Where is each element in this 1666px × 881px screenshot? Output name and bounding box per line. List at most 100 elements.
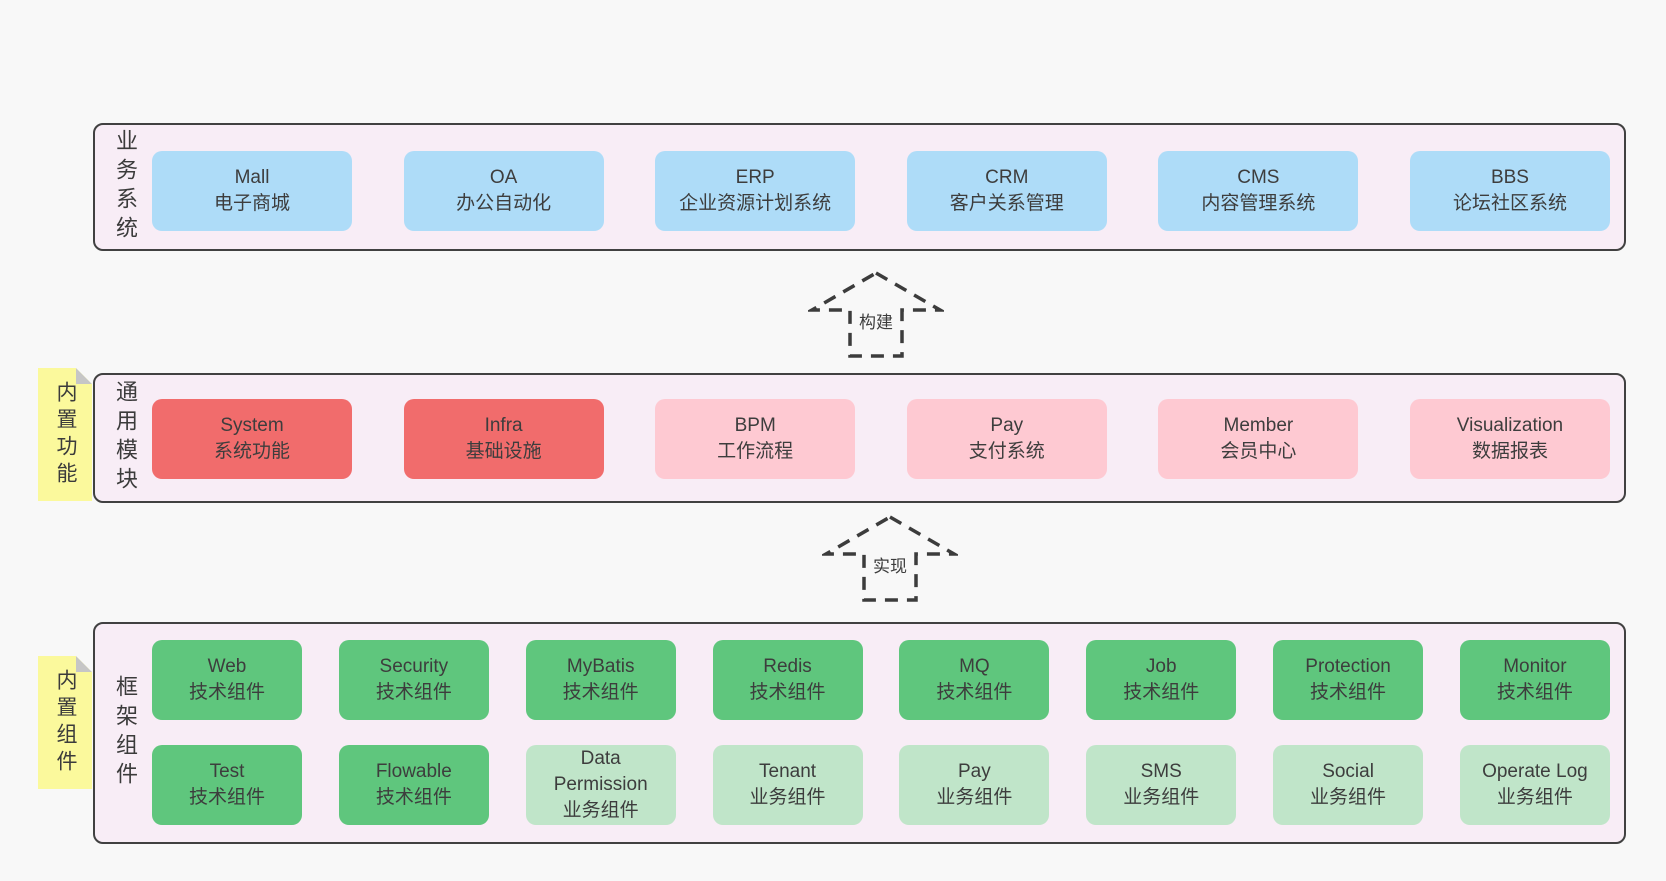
box-desc: 企业资源计划系统 (679, 193, 832, 214)
box-name: BBS (1490, 167, 1529, 188)
box-cms: CMS 内容管理系统 (1158, 151, 1359, 231)
box-tenant: Tenant 业务组件 (712, 745, 863, 825)
box-sms: SMS 业务组件 (1086, 745, 1237, 825)
box-desc: 业务组件 (1310, 787, 1387, 808)
box-system: System 系统功能 (152, 399, 352, 479)
box-flowable: Flowable 技术组件 (338, 745, 489, 825)
box-desc: 论坛社区系统 (1452, 193, 1567, 214)
box-name: Infra (484, 415, 523, 436)
box-name: Operate Log (1482, 761, 1588, 782)
sticky-note-builtin-features: 内置功能 (38, 368, 92, 501)
box-name: System (220, 415, 284, 436)
sticky-note-label: 内置组件 (54, 668, 77, 777)
box-social: Social 业务组件 (1273, 745, 1424, 825)
box-desc: 技术组件 (936, 682, 1013, 703)
box-operate-log: Operate Log 业务组件 (1459, 745, 1610, 825)
box-protection: Protection 技术组件 (1273, 640, 1424, 720)
box-infra: Infra 基础设施 (403, 399, 604, 479)
box-name: Visualization (1456, 415, 1564, 436)
box-desc: 技术组件 (562, 682, 639, 703)
box-name: Tenant (759, 761, 817, 782)
box-test: Test 技术组件 (152, 745, 302, 825)
box-desc: 客户关系管理 (949, 193, 1064, 214)
dashed-up-arrow-icon (822, 514, 958, 602)
box-pay-component: Pay 业务组件 (899, 745, 1050, 825)
box-desc: 办公自动化 (456, 193, 552, 214)
sticky-note-builtin-components: 内置组件 (38, 656, 92, 789)
framework-boxes-row-1: Web 技术组件 Security 技术组件 MyBatis 技术组件 Redi… (152, 640, 1610, 720)
section-framework-label: 框架组件 (113, 675, 138, 791)
box-erp: ERP 企业资源计划系统 (655, 151, 856, 231)
box-data-permission: Data Permission 业务组件 (525, 745, 676, 825)
box-name: ERP (735, 167, 775, 188)
box-name: Job (1145, 656, 1177, 677)
box-desc: 工作流程 (717, 441, 794, 462)
box-name: Mall (234, 167, 270, 188)
box-mybatis: MyBatis 技术组件 (525, 640, 676, 720)
box-redis: Redis 技术组件 (712, 640, 863, 720)
box-name: Pay (990, 415, 1024, 436)
box-desc: 业务组件 (1496, 787, 1573, 808)
box-desc: 业务组件 (562, 800, 639, 821)
box-mall: Mall 电子商城 (152, 151, 352, 231)
box-desc: 技术组件 (1496, 682, 1573, 703)
section-common-modules: 通用模块 System 系统功能 Infra 基础设施 BPM 工作流程 Pay… (93, 373, 1626, 503)
implement-arrow-label: 实现 (870, 552, 910, 577)
box-desc: 基础设施 (465, 441, 542, 462)
box-desc: 技术组件 (375, 787, 452, 808)
build-arrow-label: 构建 (856, 308, 896, 333)
box-name: Flowable (375, 761, 452, 782)
box-desc: 内容管理系统 (1201, 193, 1316, 214)
box-name: CMS (1237, 167, 1280, 188)
sticky-fold-corner-icon (76, 368, 92, 384)
implement-arrow: 实现 (822, 512, 958, 604)
box-desc: 技术组件 (1310, 682, 1387, 703)
box-desc: 业务组件 (1123, 787, 1200, 808)
box-desc: 数据报表 (1471, 441, 1548, 462)
box-pay-system: Pay 支付系统 (906, 399, 1107, 479)
build-arrow: 构建 (808, 268, 944, 360)
box-oa: OA 办公自动化 (403, 151, 604, 231)
business-boxes-row: Mall 电子商城 OA 办公自动化 ERP 企业资源计划系统 CRM 客户关系… (152, 151, 1610, 231)
box-desc: 业务组件 (749, 787, 826, 808)
common-boxes-row: System 系统功能 Infra 基础设施 BPM 工作流程 Pay 支付系统… (152, 399, 1610, 479)
box-name: Monitor (1503, 656, 1567, 677)
box-bpm: BPM 工作流程 (655, 399, 856, 479)
box-desc: 技术组件 (1123, 682, 1200, 703)
box-visualization: Visualization 数据报表 (1409, 399, 1610, 479)
box-name: Web (207, 656, 247, 677)
box-name: BPM (734, 415, 776, 436)
box-name: MyBatis (566, 656, 635, 677)
box-security: Security 技术组件 (338, 640, 489, 720)
box-job: Job 技术组件 (1086, 640, 1237, 720)
box-name: OA (489, 167, 518, 188)
section-business-systems: 业务系统 Mall 电子商城 OA 办公自动化 ERP 企业资源计划系统 CRM… (93, 123, 1626, 251)
box-desc: 系统功能 (213, 441, 290, 462)
section-business-label: 业务系统 (113, 129, 138, 245)
box-monitor: Monitor 技术组件 (1459, 640, 1610, 720)
box-name: Data Permission (553, 748, 648, 795)
box-name: SMS (1140, 761, 1182, 782)
box-crm: CRM 客户关系管理 (906, 151, 1107, 231)
box-name: MQ (959, 656, 990, 677)
box-desc: 会员中心 (1220, 441, 1297, 462)
box-name: Social (1322, 761, 1374, 782)
box-desc: 电子商城 (213, 193, 290, 214)
box-desc: 技术组件 (188, 787, 265, 808)
box-name: Protection (1305, 656, 1391, 677)
box-bbs: BBS 论坛社区系统 (1409, 151, 1610, 231)
box-name: Pay (958, 761, 991, 782)
section-framework-components: 框架组件 Web 技术组件 Security 技术组件 MyBatis 技术组件… (93, 622, 1626, 844)
box-desc: 技术组件 (749, 682, 826, 703)
dashed-up-arrow-icon (808, 270, 944, 358)
box-desc: 支付系统 (968, 441, 1045, 462)
box-member: Member 会员中心 (1158, 399, 1359, 479)
box-name: Member (1223, 415, 1294, 436)
box-mq: MQ 技术组件 (899, 640, 1050, 720)
box-name: Redis (763, 656, 812, 677)
box-name: Test (209, 761, 245, 782)
box-name: CRM (985, 167, 1029, 188)
box-name: Security (379, 656, 449, 677)
box-desc: 技术组件 (188, 682, 265, 703)
sticky-fold-corner-icon (76, 656, 92, 672)
